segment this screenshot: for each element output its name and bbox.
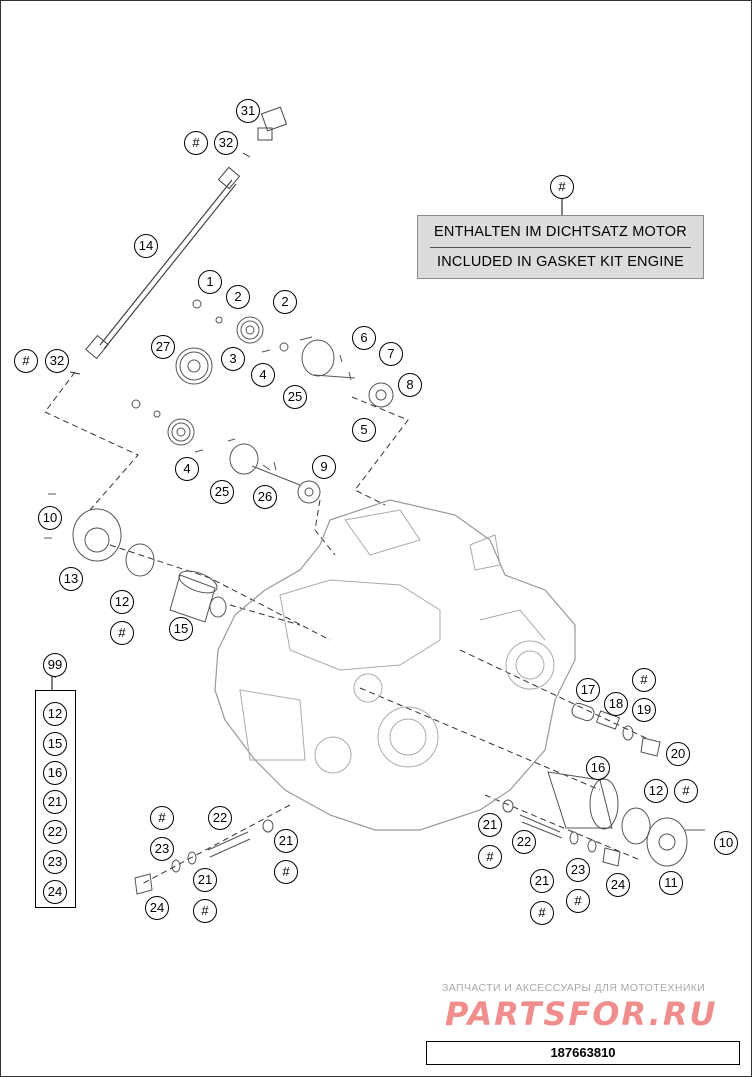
callout-4[interactable]: 4	[251, 363, 275, 387]
callout-23[interactable]: 23	[150, 837, 174, 861]
callout-20[interactable]: 20	[666, 742, 690, 766]
callout-10[interactable]: 10	[38, 506, 62, 530]
callout-21[interactable]: 21	[478, 813, 502, 837]
watermark-tagline: ЗАПЧАСТИ И АКСЕССУАРЫ ДЛЯ МОТОТЕХНИКИ	[442, 982, 706, 994]
kit-item-12[interactable]: 12	[43, 702, 67, 726]
diagram-code: 187663810	[426, 1041, 740, 1065]
legend-text-german: ENTHALTEN IM DICHTSATZ MOTOR	[434, 224, 687, 240]
callout-10[interactable]: 10	[714, 831, 738, 855]
kit-item-15[interactable]: 15	[43, 732, 67, 756]
legend-hash-callout: #	[550, 175, 574, 199]
callout-21[interactable]: 21	[274, 829, 298, 853]
callout-9[interactable]: 9	[312, 455, 336, 479]
kit-item-22[interactable]: 22	[43, 820, 67, 844]
callout-hash: #	[632, 668, 656, 692]
callout-25[interactable]: 25	[210, 480, 234, 504]
callout-hash: #	[674, 779, 698, 803]
callout-7[interactable]: 7	[379, 342, 403, 366]
callout-16[interactable]: 16	[586, 756, 610, 780]
kit-item-16[interactable]: 16	[43, 761, 67, 785]
callout-24[interactable]: 24	[145, 896, 169, 920]
callout-8[interactable]: 8	[398, 373, 422, 397]
callout-22[interactable]: 22	[208, 806, 232, 830]
callout-hash: #	[110, 621, 134, 645]
callout-hash: #	[14, 349, 38, 373]
legend-divider	[430, 247, 691, 248]
callout-hash: #	[184, 131, 208, 155]
callout-12[interactable]: 12	[110, 590, 134, 614]
callout-21[interactable]: 21	[530, 869, 554, 893]
callout-31[interactable]: 31	[236, 99, 260, 123]
callout-1[interactable]: 1	[198, 270, 222, 294]
kit-callout-99[interactable]: 99	[43, 653, 67, 677]
callout-17[interactable]: 17	[576, 678, 600, 702]
callout-18[interactable]: 18	[604, 692, 628, 716]
callout-22[interactable]: 22	[512, 830, 536, 854]
callout-hash: #	[478, 845, 502, 869]
callout-5[interactable]: 5	[352, 418, 376, 442]
callout-13[interactable]: 13	[59, 567, 83, 591]
callout-24[interactable]: 24	[606, 873, 630, 897]
callout-4[interactable]: 4	[175, 457, 199, 481]
callout-14[interactable]: 14	[134, 234, 158, 258]
callout-6[interactable]: 6	[352, 326, 376, 350]
callout-hash: #	[566, 889, 590, 913]
callout-27[interactable]: 27	[151, 335, 175, 359]
callout-12[interactable]: 12	[644, 779, 668, 803]
callout-23[interactable]: 23	[566, 858, 590, 882]
kit-item-23[interactable]: 23	[43, 850, 67, 874]
callout-hash: #	[193, 899, 217, 923]
callout-25[interactable]: 25	[283, 385, 307, 409]
callout-26[interactable]: 26	[253, 485, 277, 509]
callout-hash: #	[150, 806, 174, 830]
callout-21[interactable]: 21	[193, 868, 217, 892]
callout-32[interactable]: 32	[45, 349, 69, 373]
callout-11[interactable]: 11	[659, 871, 683, 895]
callout-15[interactable]: 15	[169, 617, 193, 641]
callout-2[interactable]: 2	[226, 285, 250, 309]
kit-item-24[interactable]: 24	[43, 880, 67, 904]
watermark-logo: PARTSFOR.RU	[445, 995, 718, 1033]
legend-text-english: INCLUDED IN GASKET KIT ENGINE	[437, 254, 684, 270]
gasket-kit-contents	[35, 690, 76, 908]
gasket-kit-legend: ENTHALTEN IM DICHTSATZ MOTOR INCLUDED IN…	[417, 215, 704, 279]
callout-3[interactable]: 3	[221, 347, 245, 371]
callout-hash: #	[274, 860, 298, 884]
callout-32[interactable]: 32	[214, 131, 238, 155]
callout-hash: #	[530, 901, 554, 925]
callout-2[interactable]: 2	[273, 290, 297, 314]
callout-19[interactable]: 19	[632, 698, 656, 722]
kit-item-21[interactable]: 21	[43, 790, 67, 814]
